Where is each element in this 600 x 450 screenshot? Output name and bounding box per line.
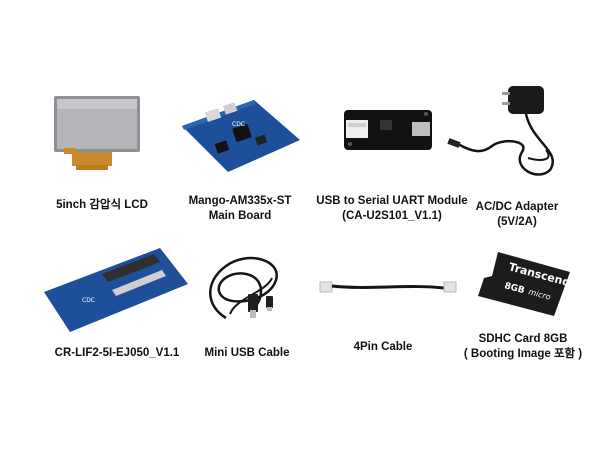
- usb-cable-caption: Mini USB Cable: [192, 346, 302, 361]
- lcd-interface-board-image: CDC: [44, 248, 188, 332]
- sdhc-card-image: Transcend 8GB micro: [478, 252, 572, 316]
- uart-module-caption-line-1: USB to Serial UART Module: [316, 195, 468, 207]
- adapter-caption-line-2: (5V/2A): [497, 216, 537, 228]
- lcd-caption: 5inch 감압식 LCD: [42, 198, 162, 213]
- uart-module-caption: USB to Serial UART Module (CA-U2S101_V1.…: [312, 194, 472, 224]
- lcd-interface-board-caption: CR-LIF2-5I-EJ050_V1.1: [42, 346, 192, 361]
- lcd-caption-line: 5inch 감압식 LCD: [56, 199, 148, 211]
- pin-cable-caption-line: 4Pin Cable: [353, 341, 413, 353]
- main-board-caption-line-1: Mango-AM335x-ST: [188, 195, 292, 207]
- main-board-caption-line-2: Main Board: [208, 210, 272, 222]
- usb-cable-caption-line: Mini USB Cable: [204, 347, 290, 359]
- main-board-caption: Mango-AM335x-ST Main Board: [175, 194, 305, 224]
- sdhc-card-caption-line-2: ( Booting Image 포함 ): [463, 348, 583, 360]
- lcd-interface-board-caption-line: CR-LIF2-5I-EJ050_V1.1: [54, 347, 180, 359]
- uart-module-image: [344, 110, 432, 150]
- adapter-caption-line-1: AC/DC Adapter: [475, 201, 559, 213]
- uart-module-caption-line-2: (CA-U2S101_V1.1): [342, 210, 442, 222]
- sdhc-card-caption-line-1: SDHC Card 8GB: [478, 333, 568, 345]
- pin-cable-caption: 4Pin Cable: [338, 340, 428, 355]
- main-board-image: CDC: [182, 100, 300, 172]
- interface-board-logo-text: CDC: [82, 297, 95, 304]
- sdhc-card-caption: SDHC Card 8GB ( Booting Image 포함 ): [453, 332, 593, 362]
- pin-cable-image: [319, 281, 457, 293]
- lcd-image: [54, 96, 140, 170]
- adapter-image: [447, 86, 554, 176]
- board-logo-text: CDC: [232, 121, 245, 128]
- usb-cable-image: [209, 256, 278, 320]
- adapter-caption: AC/DC Adapter (5V/2A): [462, 200, 572, 230]
